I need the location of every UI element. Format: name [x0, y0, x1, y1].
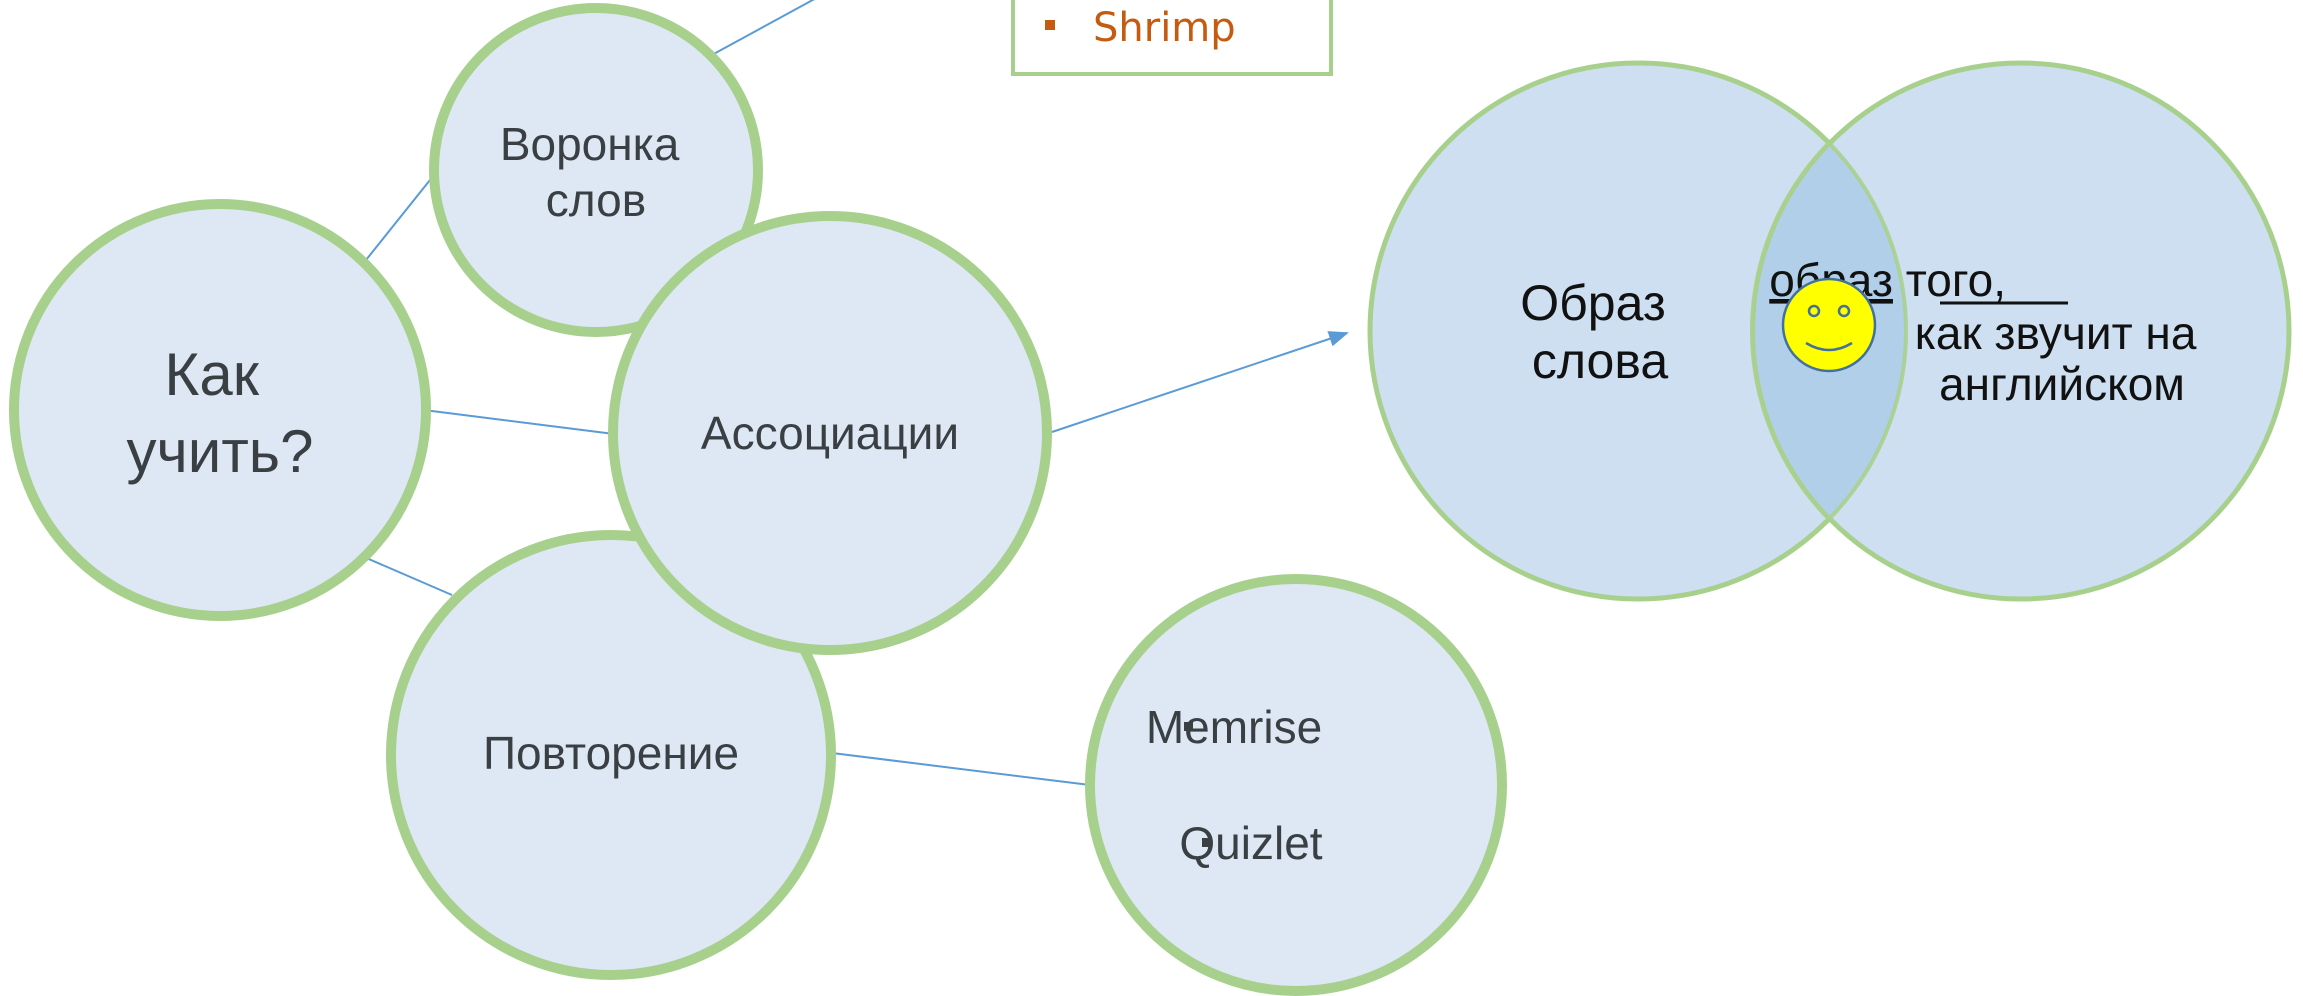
bullet-icon — [1184, 722, 1193, 731]
svg-text:образ того,: образ того, — [1769, 254, 2006, 306]
node-repetition-label: Повторение — [483, 727, 739, 779]
venn-left-line2: слова — [1532, 333, 1669, 389]
smiley-face-icon — [1781, 277, 1877, 373]
bullet-icon — [1202, 838, 1211, 847]
svg-text:Образ слова: Образ слова — [1520, 275, 1679, 389]
node-center: Как учить? — [9, 199, 431, 621]
connector-voronka-topright — [709, 0, 815, 57]
tool-item-quizlet: Quizlet — [1179, 817, 1322, 869]
venn-left-line1: Образ — [1520, 275, 1666, 331]
connector-center-associations — [423, 409, 615, 435]
node-center-line1: Как — [164, 341, 259, 408]
venn-right-line3: английском — [1939, 358, 2185, 410]
node-tools: Memrise Quizlet — [1085, 574, 1507, 996]
connector-center-voronka — [361, 169, 439, 266]
node-repetition: Повторение — [386, 530, 836, 980]
node-associations: Ассоциации — [608, 211, 1052, 655]
node-voronka-line2: слов — [546, 174, 646, 226]
svg-text:Как учить?: Как учить? — [127, 341, 314, 485]
node-associations-label: Ассоциации — [701, 407, 959, 459]
connector-center-repetition — [363, 556, 453, 596]
venn-left-arc-outline — [1827, 141, 1908, 521]
svg-text:как звучит на английском: как звучит на английском — [1915, 307, 2209, 410]
bullet-icon — [1045, 20, 1055, 30]
connector-associations-venn-arrow — [1051, 331, 1349, 433]
svg-text:Воронка слов: Воронка слов — [500, 118, 692, 226]
shrimp-item: Shrimp — [1093, 5, 1236, 51]
connectors — [361, 0, 1349, 786]
connector-repetition-tools — [831, 752, 1091, 786]
node-center-line2: учить? — [127, 418, 314, 485]
node-voronka-line1: Воронка — [500, 118, 680, 170]
venn-right-line1-rest: того, — [1906, 254, 2006, 306]
node-voronka: Воронка слов — [429, 3, 763, 337]
venn-right-arc-outline — [1750, 141, 1831, 521]
tool-item-memrise: Memrise — [1146, 701, 1322, 753]
venn-diagram: Образ слова образ того, как звучит на ан… — [1367, 60, 2292, 602]
venn-right-line2: как звучит на — [1915, 307, 2197, 359]
shrimp-box: Shrimp — [1011, 0, 1333, 76]
